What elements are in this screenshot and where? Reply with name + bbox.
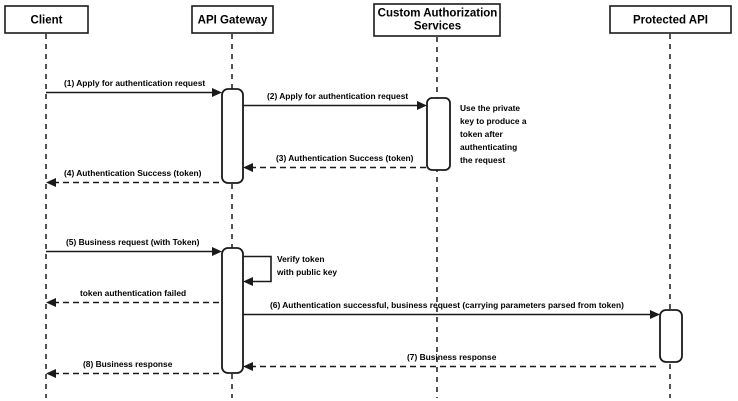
note-private-key-line-2: key to produce a: [460, 116, 527, 126]
activation-bar-custom-auth: [426, 97, 451, 171]
message-token-auth-failed-arrowhead: [46, 298, 56, 307]
note-private-key-line-3: token after: [460, 129, 504, 139]
lifeline-label-custom-auth-line1: Custom Authorization: [378, 8, 498, 20]
message-5-arrowhead: [212, 247, 222, 256]
activation-bar-api-gateway-auth: [221, 88, 244, 184]
message-self-verify-arrowhead: [243, 277, 253, 286]
message-5: (5) Business request (with Token): [46, 237, 222, 256]
message-5-label: (5) Business request (with Token): [66, 237, 200, 247]
message-1-arrowhead: [212, 88, 222, 97]
message-6-label: (6) Authentication successful, business …: [270, 300, 624, 310]
message-1: (1) Apply for authentication request: [46, 78, 222, 97]
lifeline-header-client[interactable]: Client: [4, 5, 89, 34]
lifeline-label-client: Client: [31, 15, 63, 27]
lifeline-header-api-gateway[interactable]: API Gateway: [191, 5, 274, 34]
activation-bar-protected-api: [659, 309, 683, 363]
message-4: (4) Authentication Success (token): [46, 168, 222, 187]
message-3: (3) Authentication Success (token): [243, 153, 427, 172]
note-private-key-line-1: Use the private: [460, 103, 520, 113]
message-7-arrowhead: [243, 362, 253, 371]
message-8-label: (8) Business response: [83, 359, 173, 369]
message-3-arrowhead: [243, 163, 253, 172]
lifeline-header-custom-auth[interactable]: Custom Authorization Services: [373, 3, 501, 37]
message-7: (7) Business response: [243, 352, 660, 371]
activation-bar-api-gateway-business: [221, 247, 244, 374]
message-self-verify-label-line2: with public key: [276, 267, 337, 277]
lifeline-header-protected-api[interactable]: Protected API: [609, 5, 732, 34]
lifeline-label-custom-auth-line2: Services: [414, 21, 461, 33]
note-private-key-line-5: the request: [460, 155, 505, 165]
message-4-label: (4) Authentication Success (token): [64, 168, 202, 178]
message-3-label: (3) Authentication Success (token): [276, 153, 414, 163]
message-8: (8) Business response: [46, 359, 222, 378]
message-2: (2) Apply for authentication request: [243, 91, 427, 110]
message-4-arrowhead: [46, 178, 56, 187]
note-private-key-line-4: authenticating: [460, 142, 517, 152]
message-token-auth-failed: token authentication failed: [46, 288, 222, 307]
message-2-label: (2) Apply for authentication request: [267, 91, 408, 101]
message-8-arrowhead: [46, 369, 56, 378]
message-6-arrowhead: [650, 310, 660, 319]
lifeline-label-protected-api: Protected API: [633, 15, 708, 27]
message-self-verify-label-line1: Verify token: [277, 254, 324, 264]
note-private-key: Use the private key to produce a token a…: [460, 103, 527, 165]
message-6: (6) Authentication successful, business …: [243, 300, 660, 319]
message-1-label: (1) Apply for authentication request: [64, 78, 205, 88]
lifeline-label-api-gateway: API Gateway: [198, 15, 268, 27]
message-token-auth-failed-label: token authentication failed: [80, 288, 186, 298]
message-2-arrowhead: [417, 101, 427, 110]
message-7-label: (7) Business response: [407, 352, 497, 362]
message-self-verify: Verify token with public key: [243, 254, 337, 286]
